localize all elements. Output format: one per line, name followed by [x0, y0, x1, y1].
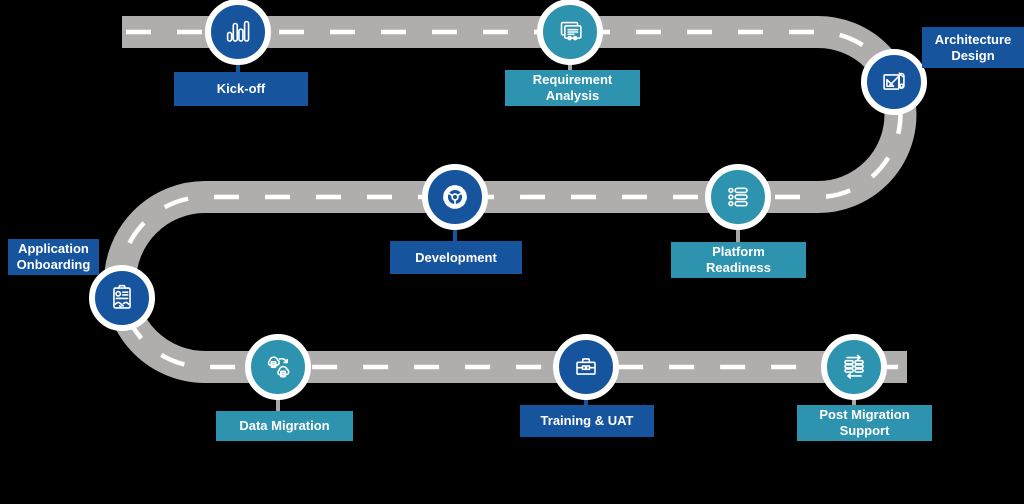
- milestone-label-post-migration-support: Post Migration Support: [797, 405, 932, 441]
- connector-line: [584, 393, 588, 407]
- checklist-icon: [728, 187, 748, 207]
- milestone-badge-kick-off: [205, 0, 271, 65]
- clipboard-handshake-icon: [113, 284, 131, 309]
- milestone-badge-development: [422, 164, 488, 230]
- connector-line: [736, 223, 740, 244]
- milestone-label-development: Development: [390, 241, 522, 274]
- gear-icon: [443, 185, 467, 209]
- milestone-badge-training-uat: [553, 334, 619, 400]
- milestone-badge-application-onboarding: [89, 265, 155, 331]
- milestone-label-data-migration: Data Migration: [216, 411, 353, 441]
- milestone-label-platform-readiness: Platform Readiness: [671, 242, 806, 278]
- cloud-sync-icon: [267, 356, 290, 378]
- milestone-label-requirement-analysis: Requirement Analysis: [505, 70, 640, 106]
- connector-line: [276, 393, 280, 413]
- toolbox-icon: [576, 358, 596, 375]
- milestone-label-kick-off: Kick-off: [174, 72, 308, 106]
- connector-line: [568, 58, 572, 72]
- database-sync-icon: [844, 354, 864, 379]
- milestone-label-architecture-design: Architecture Design: [922, 27, 1024, 68]
- connector-line: [852, 393, 856, 407]
- milestone-badge-post-migration-support: [821, 334, 887, 400]
- milestone-label-application-onboarding: Application Onboarding: [8, 239, 99, 275]
- blueprint-icon: [883, 72, 905, 90]
- milestone-label-training-uat: Training & UAT: [520, 405, 654, 437]
- milestone-badge-architecture-design: [861, 49, 927, 115]
- milestone-badge-platform-readiness: [705, 164, 771, 230]
- milestone-badge-requirement-analysis: [537, 0, 603, 65]
- milestone-badge-data-migration: [245, 334, 311, 400]
- connector-line: [453, 223, 457, 243]
- bar-chart-icon: [226, 20, 250, 42]
- documents-icon: [560, 21, 582, 41]
- connector-line: [236, 58, 240, 74]
